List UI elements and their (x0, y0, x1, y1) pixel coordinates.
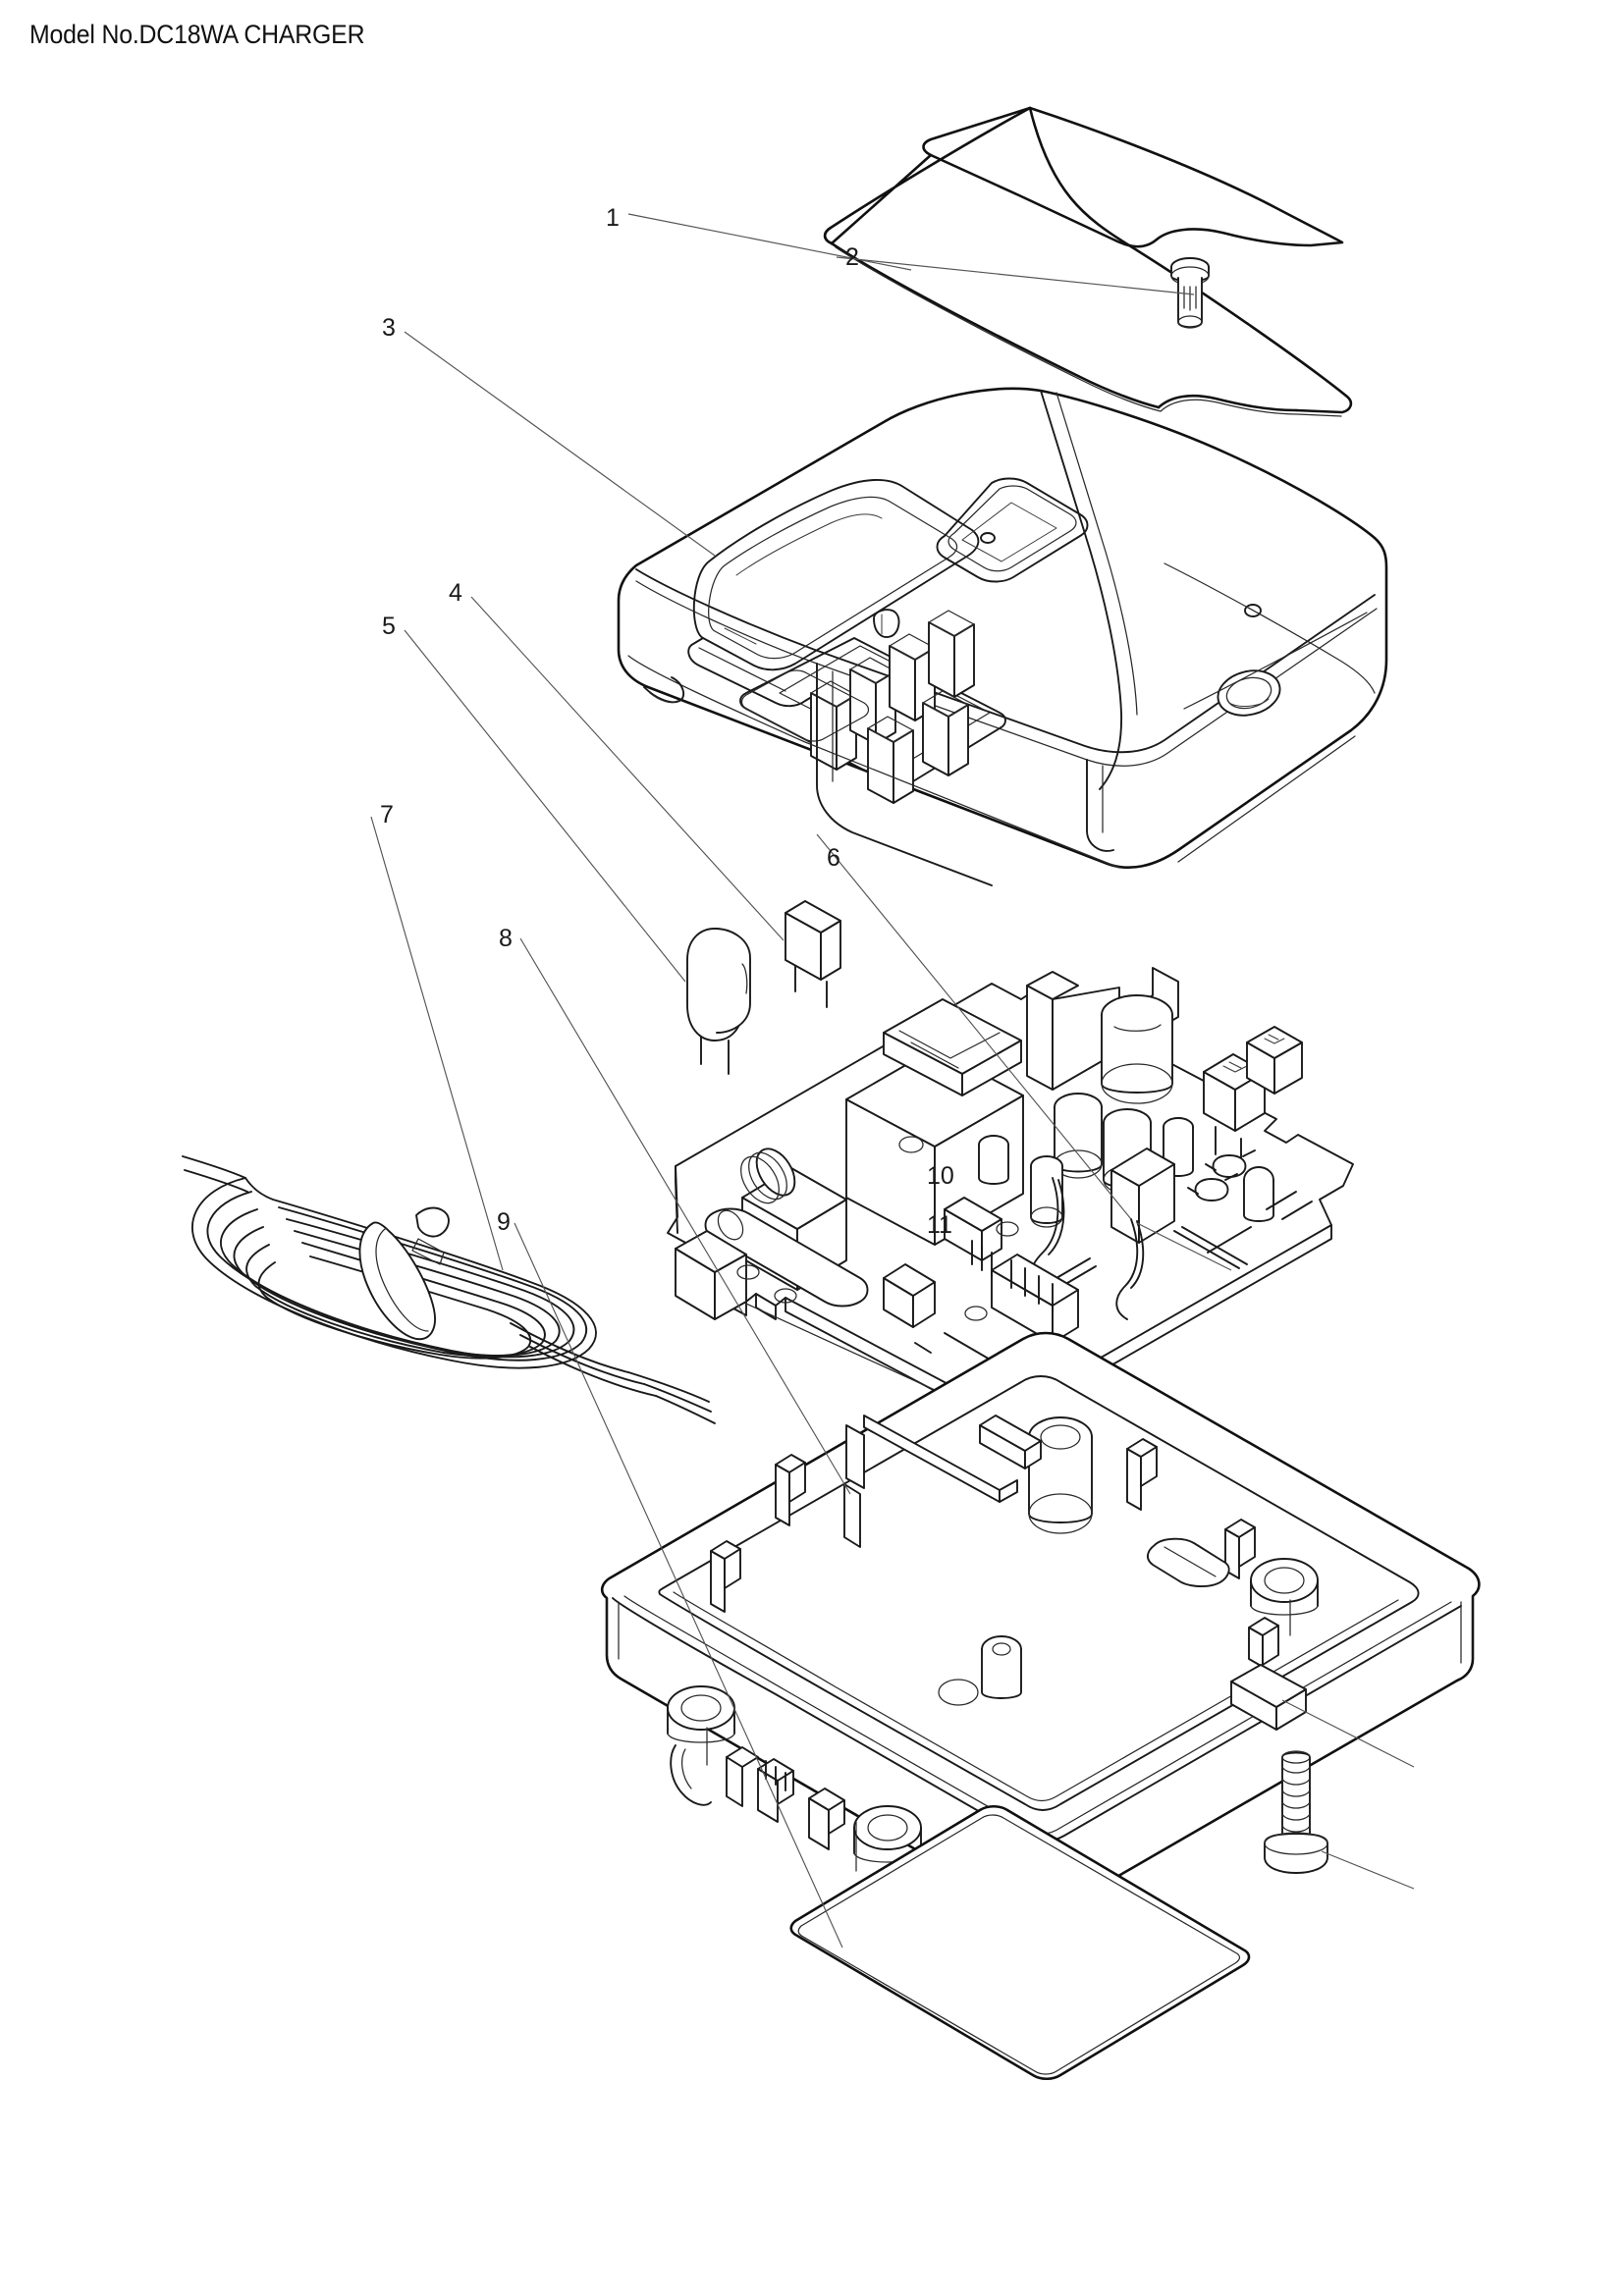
part-10-rubber-foot (1230, 1664, 1307, 1731)
pcb-left-coil (704, 1148, 869, 1308)
part-5-oval-capacitor (686, 928, 751, 1075)
callout-number-3: 3 (382, 314, 396, 342)
part-3-upper-housing (617, 387, 1388, 886)
pcb-transformer (845, 998, 1024, 1246)
callout-number-9: 9 (497, 1208, 511, 1236)
part-4-box-capacitor (785, 900, 841, 1008)
housing-comb-fins (670, 1744, 845, 1850)
callout-number-8: 8 (499, 925, 513, 952)
page-title: Model No.DC18WA CHARGER (29, 20, 365, 49)
part-7-leader (370, 816, 504, 1271)
callout-number-7: 7 (380, 801, 394, 828)
part-10-leader (1281, 1699, 1415, 1768)
part-9-leader (514, 1222, 843, 1949)
part-9-bottom-label (789, 1804, 1251, 2081)
callout-number-5: 5 (382, 613, 396, 640)
callout-number-2: 2 (845, 243, 859, 271)
housing-screw-bosses (667, 1558, 1319, 1863)
part-8-lower-housing (600, 1331, 1481, 1916)
part-2-push-rivet (1170, 257, 1210, 329)
part-4-leader (470, 596, 785, 941)
callout-number-1: 1 (606, 204, 620, 232)
part-1-leader (627, 213, 912, 271)
pcb-connector-header (991, 1254, 1079, 1344)
part-5-leader (404, 629, 686, 983)
part-6-pcb-assembly (667, 967, 1354, 1428)
part-6-leader (816, 833, 1232, 1271)
part-8-leader (519, 937, 851, 1495)
part-3-leader (404, 331, 716, 557)
part-2-leader (836, 256, 1195, 295)
callout-number-10: 10 (927, 1162, 954, 1190)
pcb-main-capacitor (1101, 994, 1173, 1104)
callout-number-11: 11 (927, 1211, 952, 1239)
part-1-nameplate (823, 106, 1353, 417)
housing-ribs (710, 1415, 1279, 1668)
housing-boss-posts (938, 1416, 1093, 1706)
part-11-tapping-screw (1264, 1750, 1328, 1874)
part-7-power-cord (182, 1155, 716, 1424)
callout-number-4: 4 (449, 579, 462, 607)
callout-number-6: 6 (827, 844, 840, 872)
part-11-leader (1321, 1850, 1415, 1890)
